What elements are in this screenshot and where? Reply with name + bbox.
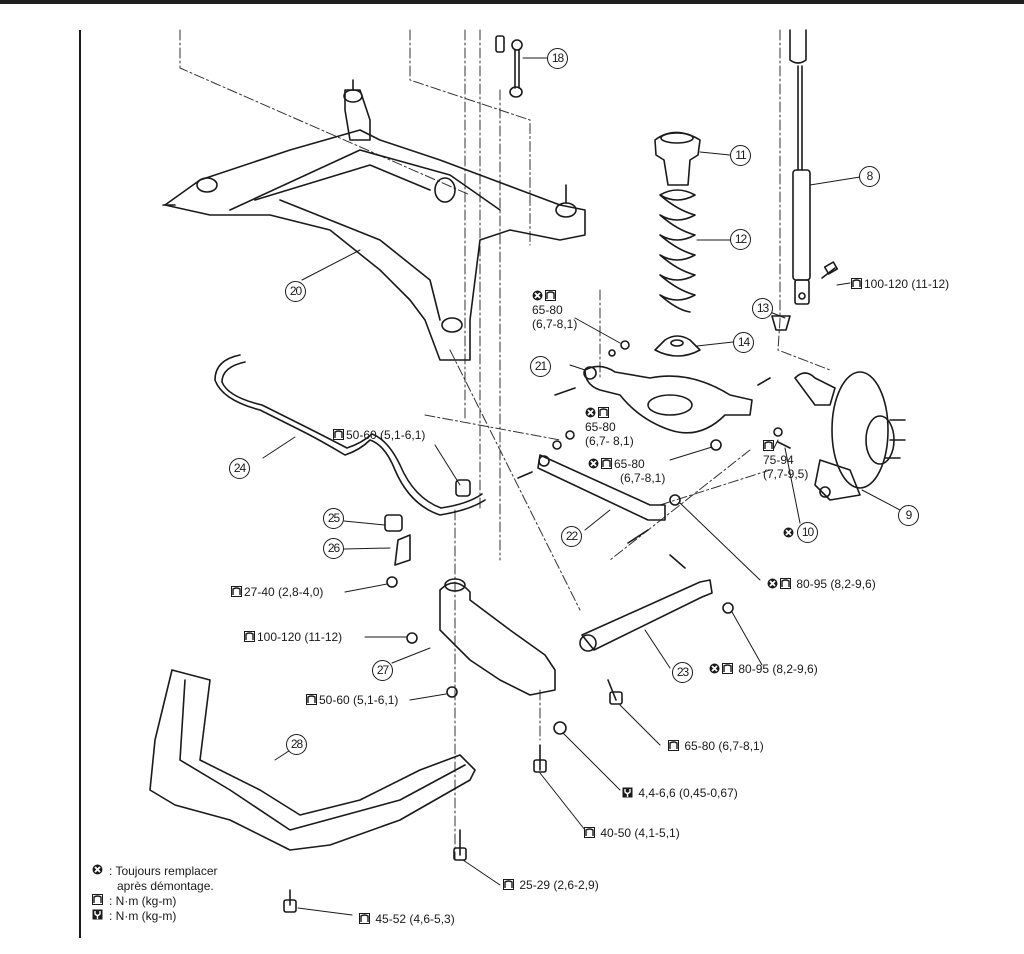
torque-nm-icon [780,578,791,589]
legend-torque: : N·m (kg-m) [92,894,218,909]
torque-arm-inner: 65-80 (6,7-8,1) [532,289,577,331]
knuckle-drawing [773,371,906,501]
lower-arm-drawing [554,340,771,451]
torque-nm-icon [231,586,242,597]
torque-member-b: 50-60 (5,1-6,1) [306,693,398,707]
callout-28: 28 [286,734,307,755]
legend-torque-alt: : N·m (kg-m) [92,909,218,924]
torque-nm-icon [359,913,370,924]
callout-22: 22 [561,526,582,547]
torque-nm-icon [92,894,103,905]
callout-25: 25 [323,508,344,529]
callout-10: 10 [797,522,818,543]
callout-24: 24 [229,458,250,479]
rear-subframe-drawing [162,79,586,361]
torque-nm-icon [545,290,556,301]
torque-nm-icon [584,827,595,838]
replace-always-icon [783,527,794,538]
page-top-border [0,0,1024,4]
torque-nm-icon [601,458,612,469]
torque-bolt-45: 45-52 (4,6-5,3) [359,912,455,926]
torque-link-outer-a: 80-95 (8,2-9,6) [767,577,876,591]
shock-absorber-drawing [789,29,839,305]
legend-replace-text: : Toujours remplacer [109,864,218,878]
torque-small-nut: 4,4-6,6 (0,45-0,67) [622,786,738,800]
stabilizer-link-drawing [495,35,523,98]
callout-14: 14 [733,332,754,353]
torque-nm-icon [722,663,733,674]
torque-arm-outer: 65-80 (6,7-8,1) [588,457,665,485]
page-margin-line [79,30,81,938]
torque-nm-alt-icon [622,787,633,798]
torque-clamp: 27-40 (2,8-4,0) [231,585,323,599]
legend-replace-text-2: après démontage. [117,879,214,893]
torque-stab-link: 50-60 (5,1-6,1) [333,428,425,442]
callout-21: 21 [530,356,551,377]
callout-12: 12 [730,229,751,250]
callout-9: 9 [898,505,919,526]
bound-bumper-drawing [771,315,791,331]
torque-bolt-40: 40-50 (4,1-5,1) [584,826,680,840]
replace-always-icon [588,458,599,469]
alignment-lines [179,29,831,861]
torque-ball-joint: 75-94 (7,7-9,5) [763,439,808,481]
torque-nm-icon [306,694,317,705]
lateral-link-drawing [517,430,681,544]
callout-13: 13 [752,298,773,319]
callout-20: 20 [285,281,306,302]
torque-link-outer-b: 80-95 (8,2-9,6) [709,662,818,676]
stabilizer-bar-drawing [214,354,486,516]
torque-nm-icon [244,631,255,642]
torque-member-a: 100-120 (11-12) [244,630,342,644]
diff-mount-member-drawing [406,578,567,773]
callout-27: 27 [372,660,393,681]
torque-nm-icon [851,278,862,289]
callout-18: 18 [547,48,568,69]
replace-always-icon [767,578,778,589]
bushing-clamp-drawing [384,514,411,588]
callout-23: 23 [672,662,693,683]
torque-nm-icon [598,407,609,418]
legend-torque-text: : N·m (kg-m) [109,894,177,908]
torque-nm-icon [503,879,514,890]
spring-assembly-drawing [654,131,701,357]
replace-always-icon [92,864,103,875]
legend-torque-alt-text: : N·m (kg-m) [109,909,177,923]
torque-bolt-25: 25-29 (2,6-2,9) [503,878,599,892]
torque-nm-icon [668,740,679,751]
torque-nm-icon [763,440,774,451]
replace-always-icon [532,290,543,301]
upper-link-drawing [579,554,734,705]
torque-link-inner: 65-80 (6,7- 8,1) [585,406,634,448]
torque-upper-link-bolt: 65-80 (6,7-8,1) [668,739,764,753]
callout-26: 26 [323,538,344,559]
reinforcement-drawing [149,669,476,913]
torque-shock-upper: 100-120 (11-12) [851,277,949,291]
callout-11: 11 [730,145,751,166]
replace-always-icon [709,663,720,674]
callout-8: 8 [859,166,880,187]
torque-nm-alt-icon [92,909,103,920]
torque-nm-icon [333,429,344,440]
leader-lines [262,57,901,916]
replace-always-icon [585,407,596,418]
